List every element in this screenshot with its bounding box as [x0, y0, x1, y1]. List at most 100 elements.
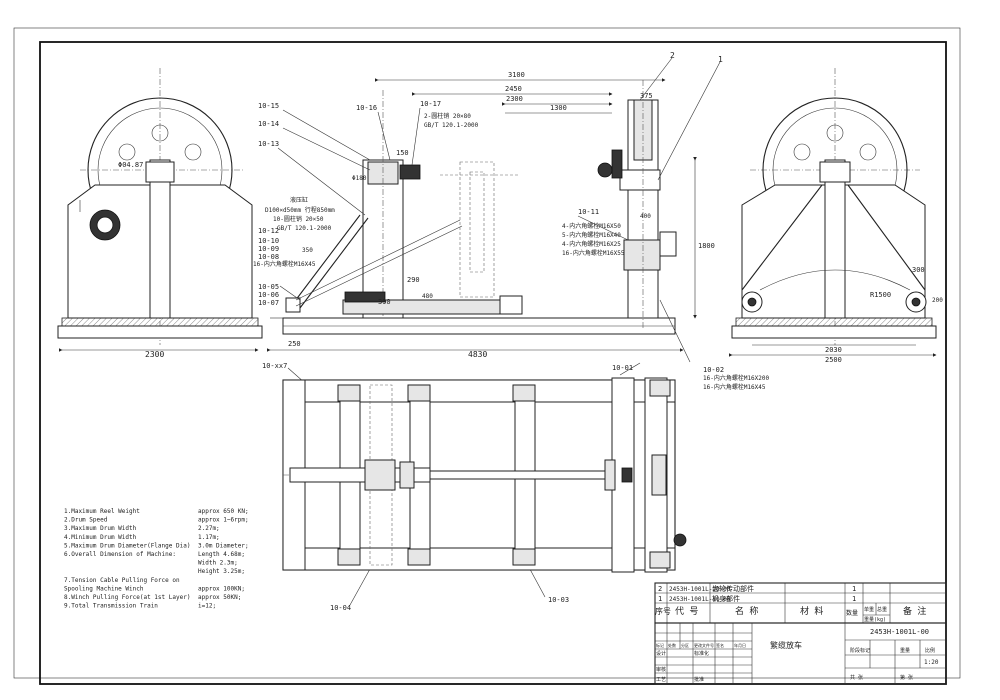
left-side-view: 2300 Φ04.87	[57, 68, 263, 359]
bom-row2-no: 2	[658, 585, 662, 593]
callout-10-02: 10-02	[703, 366, 724, 374]
dim-375: 375	[640, 92, 653, 100]
bom-row1-qty: 1	[852, 595, 856, 603]
note-pin2: 10-圆柱销 20×50	[273, 215, 324, 223]
spec-label: 7.Tension Cable Pulling Force on	[64, 577, 180, 584]
front-view: 4830 250 390 290 480 3100	[267, 71, 715, 359]
callout-2: 2	[670, 51, 675, 60]
outer-border	[13, 27, 961, 679]
spec-value: 2.27m;	[198, 525, 220, 532]
bom-header-material: 材 料	[800, 605, 823, 617]
note-pin1-std: GB/T 120.1-2000	[424, 122, 479, 129]
tb-weight: 重量	[900, 647, 910, 654]
callouts: 10-15 10-14 10-13 10-16 10-17 10-12 10-1…	[258, 51, 724, 612]
note-bolt-left: 16-内六角螺栓M16X45	[253, 260, 316, 268]
callout-10-12: 10-12	[258, 227, 279, 235]
title-block: 标记 处数 分区 更改文件号 签名 年月日 设计 标准化 审核 工艺 批准 繁缆…	[654, 622, 947, 685]
dim-phi-left: Φ04.87	[118, 161, 143, 169]
tb-approve: 批准	[694, 676, 704, 683]
callout-10-17: 10-17	[420, 100, 441, 108]
callout-10-11: 10-11	[578, 208, 599, 216]
note-bolt-r4: 16-内六角螺栓M16X55	[562, 249, 625, 257]
spec-value: Width 2.3m;	[198, 560, 238, 567]
callout-10-13: 10-13	[258, 140, 279, 148]
dim-2450: 2450	[505, 85, 522, 93]
callout-10-15: 10-15	[258, 102, 279, 110]
spec-value: approx 650 KN;	[198, 508, 249, 515]
dim-1800: 1800	[698, 242, 715, 250]
spec-label: 1.Maximum Reel Weight	[64, 508, 140, 515]
tb-sheet: 共 张	[850, 674, 863, 681]
dim-2030: 2030	[825, 346, 842, 354]
bom-row1-name: 机身部件	[712, 594, 740, 603]
tb-check: 审核	[656, 666, 666, 673]
callout-10-10: 10-10	[258, 237, 279, 245]
dim-r1500: R1500	[870, 291, 891, 299]
bom-row2-code: 2453H-1001L-20-00	[669, 586, 731, 593]
tb-sheet2: 第 张	[900, 674, 913, 681]
bom-header-note: 备 注	[903, 605, 926, 617]
bom-row1-no: 1	[658, 595, 662, 603]
bom-table: 2 2453H-1001L-20-00 齿轮传动部件 1 1 2453H-100…	[654, 582, 947, 624]
callout-10-04: 10-04	[330, 604, 351, 612]
callout-10-05: 10-05	[258, 283, 279, 291]
dim-phi180: Φ180	[352, 175, 367, 182]
note-cyl-spec: D100×d50mm 行程850mm	[265, 206, 335, 214]
front-view-notes: 2-圆柱销 20×80 GB/T 120.1-2000 液压缸 D100×d50…	[253, 112, 770, 391]
spec-label: 3.Maximum Drum Width	[64, 525, 137, 532]
dim-200: 200	[932, 297, 943, 304]
spec-label: 5.Maximum Drum Diameter(Flange Dia)	[64, 542, 190, 549]
tb-drawing-no: 2453H-1001L-00	[870, 628, 929, 636]
callout-10-08: 10-08	[258, 253, 279, 261]
spec-label: 9.Total Transmission Train	[64, 603, 158, 610]
spec-label: 8.Winch Pulling Force(at 1st Layer)	[64, 594, 190, 601]
note-bolt-r3: 4-内六角螺栓M16X25	[562, 240, 621, 248]
spec-label: 2.Drum Speed	[64, 517, 108, 524]
note-bolt-b2: 16-内六角螺栓M16X45	[703, 383, 766, 391]
bom-header-code: 代 号	[675, 606, 698, 617]
bom-row2-qty: 1	[852, 585, 856, 593]
spec-value: approx 1~6rpm;	[198, 517, 249, 524]
spec-label: 6.Overall Dimension of Machine:	[64, 551, 176, 558]
callout-10-01: 10-01	[612, 364, 633, 372]
callout-10-07: 10-07	[258, 299, 279, 307]
tb-stage: 阶段标记	[850, 647, 870, 654]
tb-date: 年月日	[734, 642, 746, 648]
tb-zone: 分区	[681, 642, 689, 648]
callout-10-14: 10-14	[258, 120, 279, 128]
tb-std: 标准化	[694, 650, 709, 657]
tb-scale: 1:20	[924, 659, 939, 666]
bom-header-unit: 单重	[864, 606, 874, 613]
dim-4830: 4830	[468, 350, 487, 359]
note-bolt-r2: 5-内六角螺栓M16X40	[562, 231, 621, 239]
note-pin2-std: GB/T 120.1-2000	[277, 225, 332, 232]
callout-10-xx7: 10-xx7	[262, 362, 287, 370]
dim-2500: 2500	[825, 356, 842, 364]
callout-1: 1	[718, 55, 723, 64]
note-pin1: 2-圆柱销 20×80	[424, 112, 471, 120]
bom-header-name: 名 称	[735, 605, 758, 617]
note-bolt-b1: 16-内六角螺栓M16X200	[703, 374, 770, 382]
tb-design: 设计	[656, 650, 666, 657]
callout-10-06: 10-06	[258, 291, 279, 299]
note-bolt-r1: 4-内六角螺栓M16X50	[562, 222, 621, 230]
dim-300: 300	[912, 266, 925, 274]
spec-list: 1.Maximum Reel Weight approx 650 KN; 2.Dru…	[64, 508, 249, 610]
spec-value: approx 50KN;	[198, 594, 241, 601]
callout-10-03: 10-03	[548, 596, 569, 604]
tb-change: 更改文件号	[694, 642, 714, 648]
dim-290: 290	[407, 276, 420, 284]
spec-value: Length 4.68m;	[198, 551, 245, 558]
dim-2300-top: 2300	[506, 95, 523, 103]
note-cyl-title: 液压缸	[290, 196, 308, 204]
dim-250: 250	[288, 340, 301, 348]
tb-process: 工艺	[656, 677, 666, 683]
spec-label: 4.Minimum Drum Width	[64, 534, 137, 541]
tb-scale-label: 比例	[925, 647, 935, 654]
dim-3100: 3100	[508, 71, 525, 79]
dim-350: 350	[302, 247, 313, 254]
dim-400: 400	[640, 213, 651, 220]
bom-row2-name: 齿轮传动部件	[712, 584, 754, 593]
bom-header-total: 总重	[877, 606, 887, 613]
